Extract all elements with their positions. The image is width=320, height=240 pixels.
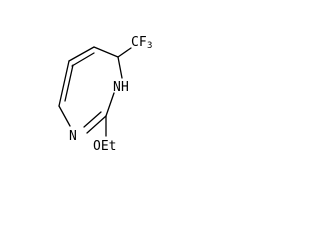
bond-c6-c7 [68,46,95,62]
bond-c6-c7-inner [71,52,95,67]
bond-c2-n3-inner [83,111,102,128]
chemical-structure: CF 3 N H N OEt [58,35,152,154]
cf3-label: CF [131,35,147,50]
cf3-subscript: 3 [147,41,152,51]
bond-c4-c5-inner [64,64,74,102]
oet-label: OEt [93,139,116,154]
bond-c7-c1 [93,46,119,58]
h-label: H [121,80,129,95]
bond-c1-cf3 [117,47,132,58]
n3-label: N [69,129,77,144]
bond-c1-n1 [117,56,123,79]
bond-n3-c4 [58,105,71,127]
n1-label: N [113,80,121,95]
bond-c4-c5 [58,60,70,107]
bond-n1-c2 [105,92,115,117]
bond-c2-n3 [86,115,107,134]
